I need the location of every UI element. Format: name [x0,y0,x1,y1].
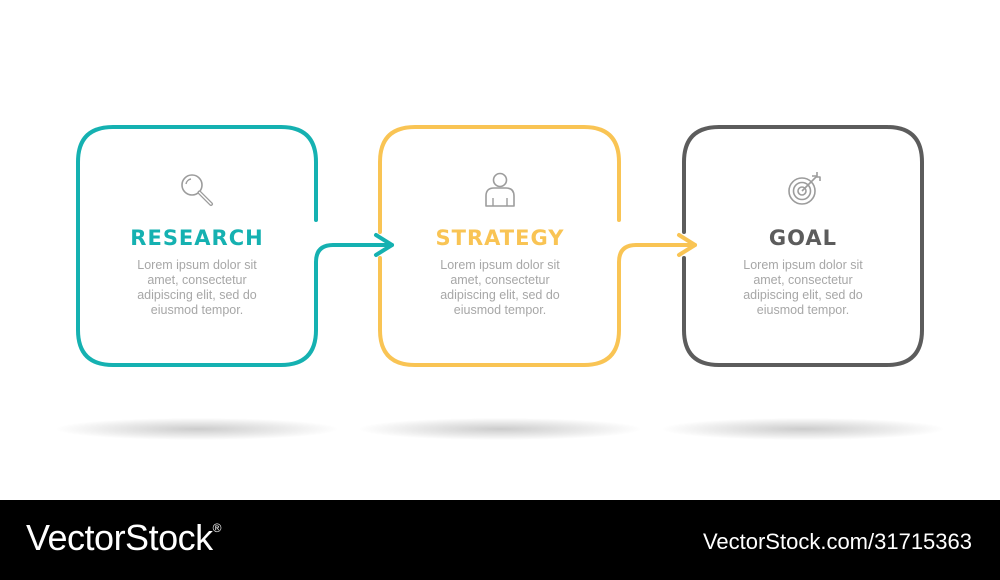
description-line: Lorem ipsum dolor sit [743,258,863,272]
research-shadow [57,418,337,440]
infographic-canvas: RESEARCH STRATEGY GOAL Lorem ipsum dolor… [57,125,943,440]
description-line: amet, consectetur [753,273,853,287]
description-line: eiusmod tempor. [453,303,547,317]
description-line: amet, consectetur [147,273,247,287]
description-line: Lorem ipsum dolor sit [137,258,257,272]
description-line: Lorem ipsum dolor sit [440,258,560,272]
target-icon [788,172,821,205]
search-icon [181,174,213,206]
step-description-goal: Lorem ipsum dolor sit amet, consectetur … [683,258,923,318]
step-title-research: RESEARCH [130,226,264,250]
description-line: eiusmod tempor. [756,303,850,317]
research-arrow-head [374,233,394,257]
strategy-shadow [360,418,640,440]
image-credit: VectorStock.com/31715363 [702,529,972,554]
goal-frame [682,125,924,367]
step-description-research: Lorem ipsum dolor sit amet, consectetur … [77,258,317,318]
brand-logo: VectorStock® [26,517,221,559]
step-title-strategy: STRATEGY [435,226,565,250]
watermark-footer: VectorStock® VectorStock.com/31715363 [0,500,1000,580]
description-line: adipiscing elit, sed do [743,288,863,302]
description-line: adipiscing elit, sed do [440,288,560,302]
description-line: adipiscing elit, sed do [137,288,257,302]
user-icon [485,172,515,207]
goal-shadow [663,418,943,440]
step-title-goal: GOAL [768,226,838,250]
brand-name: VectorStock [26,517,213,558]
step-frames [76,125,924,367]
strategy-frame [378,125,697,367]
strategy-arrow-head [677,233,697,257]
registered-mark: ® [212,521,222,535]
research-frame [76,125,394,367]
description-line: amet, consectetur [450,273,550,287]
step-description-strategy: Lorem ipsum dolor sit amet, consectetur … [380,258,620,318]
description-line: eiusmod tempor. [150,303,244,317]
